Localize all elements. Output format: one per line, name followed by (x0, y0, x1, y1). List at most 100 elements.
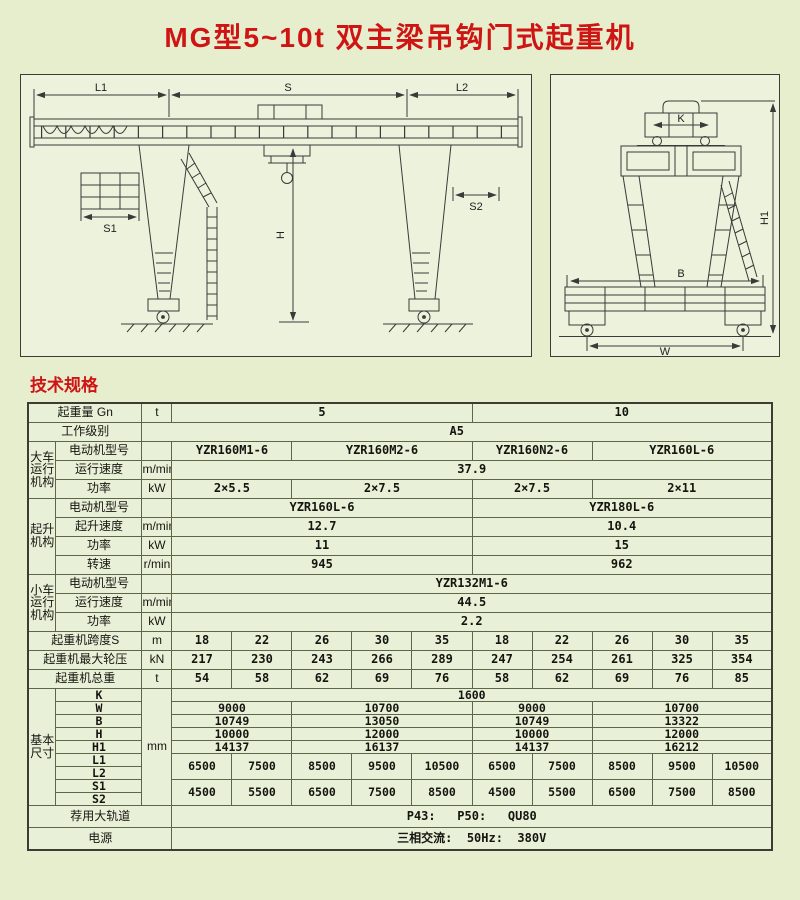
value-cell: 14137 (171, 739, 293, 754)
value-cell: A5 (141, 421, 773, 442)
value-cell: 217 (171, 649, 233, 670)
dim-label-h1: H1 (759, 211, 771, 225)
value-cell: 6500 (291, 778, 353, 807)
spec-row: L2 (28, 765, 772, 780)
value-cell: 58 (471, 668, 533, 689)
value-cell: 37.9 (171, 459, 773, 480)
end-elevation-box: K B W H1 (550, 74, 780, 357)
row-label: 起重机跨度S (27, 630, 143, 651)
unit-cell (141, 573, 173, 594)
value-cell: 8500 (711, 778, 773, 807)
value-cell: 1600 (171, 687, 773, 702)
group-label: 起升 机构 (27, 497, 57, 575)
value-cell: 12000 (291, 726, 473, 741)
unit-cell: kW (141, 535, 173, 556)
value-cell: 16137 (291, 739, 473, 754)
value-cell: 962 (471, 554, 773, 575)
dim-label-w: W (660, 346, 671, 356)
value-cell: 9500 (351, 752, 413, 780)
unit-cell: t (141, 402, 173, 423)
value-cell: 6500 (591, 778, 653, 807)
value-cell: 2×7.5 (291, 478, 473, 499)
value-cell: 5500 (231, 778, 293, 807)
dimension-name: W (55, 700, 143, 715)
row-label: 电动机型号 (55, 440, 143, 461)
dimension-name: L2 (55, 765, 143, 780)
row-label: 电源 (27, 827, 173, 851)
value-cell: YZR160N2-6 (471, 440, 593, 461)
value-cell: 266 (351, 649, 413, 670)
value-cell: 30 (351, 630, 413, 651)
value-cell: 30 (651, 630, 713, 651)
value-cell: 2×7.5 (471, 478, 593, 499)
row-label: 功率 (55, 611, 143, 632)
value-cell: 15 (471, 535, 773, 556)
value-cell: 10749 (171, 713, 293, 728)
value-cell: 5500 (531, 778, 593, 807)
value-cell: 4500 (471, 778, 533, 807)
row-label: 运行速度 (55, 592, 143, 613)
value-cell: 16212 (591, 739, 773, 754)
value-cell: 354 (711, 649, 773, 670)
unit-cell: kW (141, 478, 173, 499)
value-cell: 10500 (411, 752, 473, 780)
unit-cell (141, 440, 173, 461)
value-cell: 254 (531, 649, 593, 670)
value-cell: 22 (531, 630, 593, 651)
spec-row: 电源三相交流: 50Hz: 380V (27, 827, 773, 851)
value-cell: 10000 (471, 726, 593, 741)
front-elevation-box: L1 S L2 S1 S2 H (20, 74, 532, 357)
value-cell: 58 (231, 668, 293, 689)
row-label: 电动机型号 (55, 573, 143, 594)
value-cell: 6500 (171, 752, 233, 780)
row-label: 电动机型号 (55, 497, 143, 518)
unit-cell: m/min (141, 516, 173, 537)
drawings-panel: L1 S L2 S1 S2 H (20, 74, 780, 357)
unit-cell: t (141, 668, 173, 689)
value-cell: 8500 (591, 752, 653, 780)
value-cell: 261 (591, 649, 653, 670)
page-title: MG型5~10t 双主梁吊钩门式起重机 (164, 22, 636, 53)
row-label: 转速 (55, 554, 143, 575)
value-cell: 76 (411, 668, 473, 689)
value-cell: 26 (291, 630, 353, 651)
row-label: 功率 (55, 535, 143, 556)
value-cell: 7500 (531, 752, 593, 780)
value-cell: 三相交流: 50Hz: 380V (171, 827, 773, 851)
group-label: 基本 尺寸 (27, 687, 57, 807)
value-cell: 2×5.5 (171, 478, 293, 499)
group-label: 小车 运行 机构 (27, 573, 57, 632)
dimension-name: S2 (55, 791, 143, 807)
value-cell: 10.4 (471, 516, 773, 537)
value-cell: 325 (651, 649, 713, 670)
dimension-name: H1 (55, 739, 143, 754)
value-cell: 4500 (171, 778, 233, 807)
dimension-name: S1 (55, 778, 143, 794)
value-cell: YZR160M1-6 (171, 440, 293, 461)
row-label: 起重量 Gn (27, 402, 143, 423)
value-cell: 230 (231, 649, 293, 670)
dim-label-s2: S2 (469, 201, 482, 213)
row-label: 功率 (55, 478, 143, 499)
value-cell: 62 (291, 668, 353, 689)
value-cell: YZR160L-6 (171, 497, 473, 518)
value-cell: 18 (171, 630, 233, 651)
value-cell: 85 (711, 668, 773, 689)
value-cell: 22 (231, 630, 293, 651)
value-cell: 7500 (351, 778, 413, 807)
value-cell: 5 (171, 402, 473, 423)
row-label: 起重机最大轮压 (27, 649, 143, 670)
value-cell: 26 (591, 630, 653, 651)
